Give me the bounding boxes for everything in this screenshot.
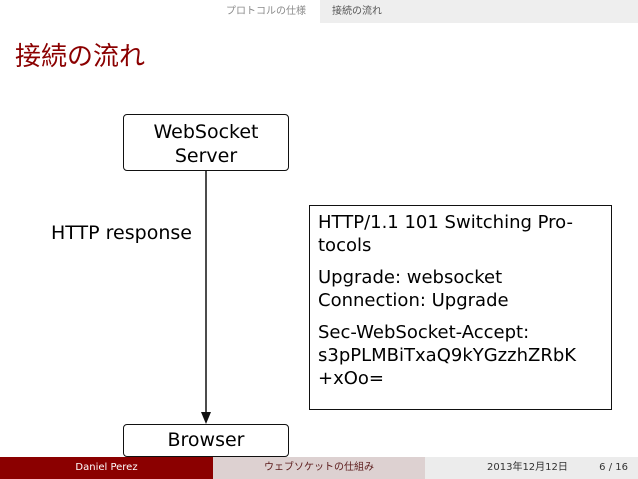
nav-section-link[interactable]: プロトコルの仕様 — [226, 6, 306, 17]
nav-subsection-link[interactable]: 接続の流れ — [320, 0, 638, 23]
status-line: HTTP/1.1 101 Switching Pro- tocols — [318, 211, 603, 257]
status-line-part1: HTTP/1.1 101 Switching Pro- — [318, 212, 574, 233]
browser-label: Browser — [167, 429, 245, 451]
footer-date-page: 2013年12月12日 6 / 16 — [425, 457, 638, 479]
slide-title-bar: 接続の流れ — [0, 23, 638, 78]
accept-key-part2: +xOo= — [318, 368, 384, 389]
slide-footer: Daniel Perez ウェブソケットの仕組み 2013年12月12日 6 /… — [0, 457, 638, 479]
browser-node: Browser — [123, 424, 289, 457]
server-label-line1: WebSocket — [153, 121, 259, 143]
accept-header-block: Sec-WebSocket-Accept: s3pPLMBiTxaQ9kYGzz… — [318, 321, 603, 390]
footer-talk-title: ウェブソケットの仕組み — [213, 457, 425, 479]
footer-page-number: 6 / 16 — [599, 462, 628, 473]
server-label-line2: Server — [174, 145, 238, 167]
accept-key-part1: s3pPLMBiTxaQ9kYGzzhZRbK — [318, 345, 577, 366]
connection-header: Connection: Upgrade — [318, 290, 509, 311]
http-response-label: HTTP response — [51, 222, 192, 244]
header-block: Upgrade: websocket Connection: Upgrade — [318, 266, 603, 312]
upgrade-header: Upgrade: websocket — [318, 267, 503, 288]
websocket-server-node: WebSocket Server — [123, 114, 289, 171]
slide-title: 接続の流れ — [15, 42, 146, 72]
accept-header-name: Sec-WebSocket-Accept: — [318, 322, 530, 343]
http-response-box: HTTP/1.1 101 Switching Pro- tocols Upgra… — [309, 205, 612, 410]
arrow-head — [201, 412, 211, 424]
footer-author: Daniel Perez — [0, 457, 213, 479]
status-line-part2: tocols — [318, 235, 372, 256]
top-navigation-bar: プロトコルの仕様 接続の流れ — [0, 0, 638, 23]
footer-date: 2013年12月12日 — [487, 462, 568, 473]
